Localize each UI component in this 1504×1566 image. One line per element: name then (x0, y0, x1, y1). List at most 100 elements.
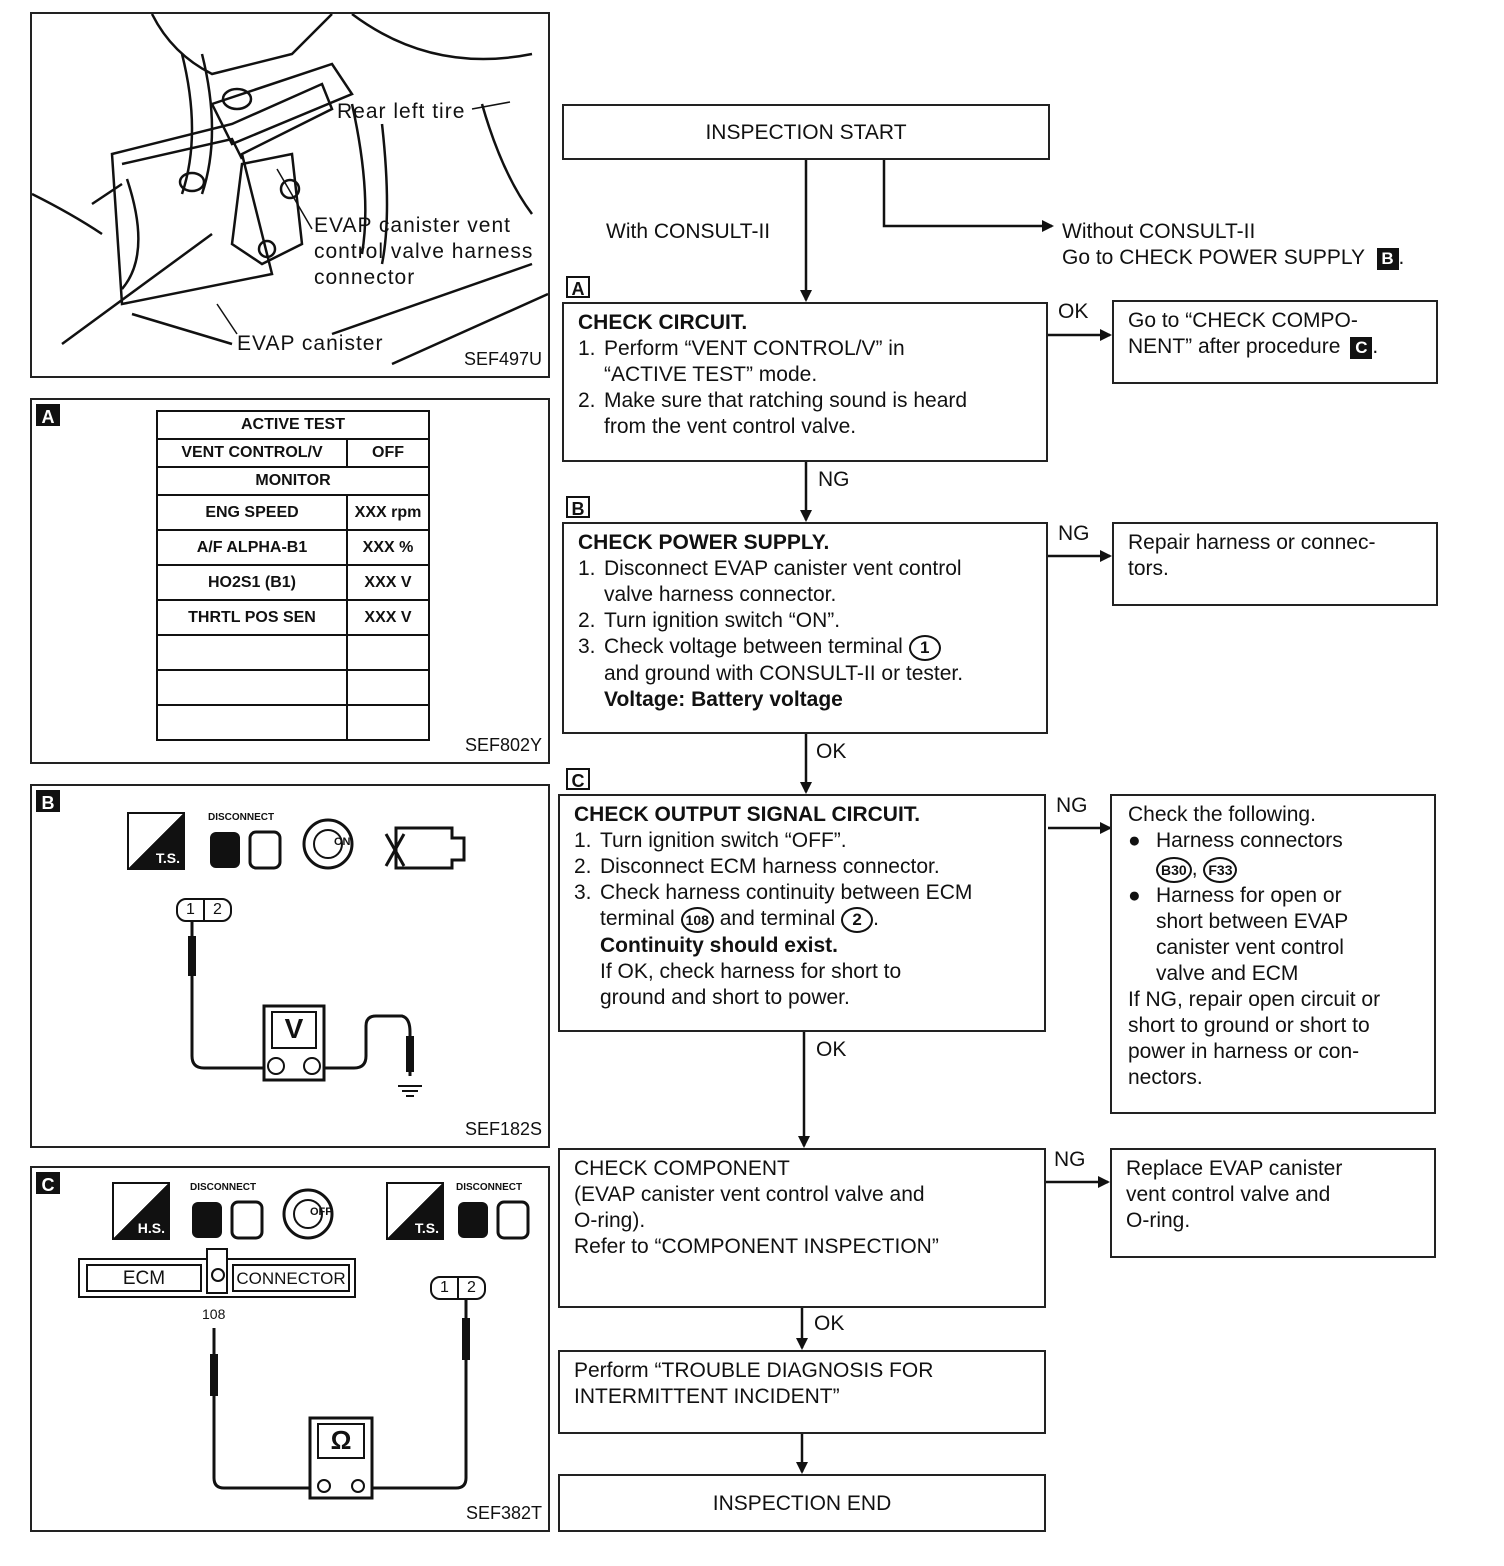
ohmmeter-symbol: Ω (330, 1425, 352, 1455)
ecm-connector: ECM CONNECTOR (78, 1248, 356, 1298)
evap-canister-label: EVAP canister (237, 332, 384, 355)
engine-bay-illustration (32, 14, 548, 366)
check-output-title: CHECK OUTPUT SIGNAL CIRCUIT. (574, 803, 921, 826)
ecm-label: ECM (86, 1264, 202, 1292)
repair-harness-box: Repair harness or connec- tors. (1112, 522, 1438, 606)
bullet-harness-open-short: ● Harness for open or short between EVAP… (1128, 884, 1349, 985)
connector-label: CONNECTOR (232, 1264, 350, 1292)
continuity-spec: Continuity should exist. (600, 934, 839, 957)
table-row-empty (156, 669, 430, 706)
panel-a-active-test: A ACTIVE TEST VENT CONTROL/V OFF MONITOR… (30, 398, 550, 764)
ts-label: T.S. (414, 1220, 439, 1236)
vent-valve-connector-label-2: control valve harness (314, 240, 534, 263)
monitor-header: MONITOR (156, 466, 430, 496)
ok-label: OK (816, 740, 847, 763)
terminal-1: 1 (178, 900, 205, 920)
hs-label: H.S. (137, 1220, 165, 1236)
ohmmeter-wiring (210, 1300, 470, 1500)
component-location-figure: Rear left tire EVAP canister vent contro… (30, 12, 550, 378)
engine-stopped-icon (384, 826, 466, 870)
without-consult-line-2: Go to CHECK POWER SUPPLY B. (1062, 246, 1405, 270)
bullet-harness-connectors: ● Harness connectors B30, F33 (1128, 828, 1420, 883)
terminal-2: 2 (467, 1279, 476, 1296)
vent-valve-connector-label-3: connector (314, 266, 416, 289)
step-c-ref-tag: C (1350, 337, 1373, 359)
with-consult-label: With CONSULT-II (606, 220, 771, 243)
ng-label: NG (818, 468, 850, 491)
table-row: ENG SPEED XXX rpm (156, 494, 430, 531)
panel-c-tag: C (36, 1172, 60, 1195)
ecm-terminal-pin (206, 1248, 228, 1294)
ecm-terminal-number: 108 (202, 1306, 226, 1322)
table-row: THRTL POS SEN XXX V (156, 599, 430, 636)
check-power-title: CHECK POWER SUPPLY. (578, 531, 830, 554)
step-3: 3. Check harness continuity between ECM … (574, 881, 973, 1009)
disconnect-label: DISCONNECT (190, 1182, 257, 1193)
table-row: A/F ALPHA-B1 XXX % (156, 529, 430, 566)
troubleshooting-icon: T.S. (386, 1182, 444, 1240)
figure-code: SEF497U (463, 349, 542, 369)
rear-left-tire-label: Rear left tire (337, 100, 466, 123)
monitor-name: A/F ALPHA-B1 (156, 529, 348, 566)
step-2: 2.Disconnect ECM harness connector. (574, 855, 940, 878)
voltmeter-symbol: V (284, 1013, 304, 1044)
step-a-tag: A (566, 276, 590, 299)
voltmeter-wiring (188, 920, 422, 1097)
connector-terminals: 1 2 (430, 1276, 486, 1300)
ng-label: NG (1058, 522, 1090, 545)
monitor-value: XXX % (346, 529, 430, 566)
monitor-value: XXX V (346, 564, 430, 601)
disconnect-connector-icon (192, 1200, 264, 1240)
step-2: 2.Turn ignition switch “ON”. (578, 609, 841, 632)
terminal-1: 1 (432, 1278, 459, 1298)
ignition-key-off-icon (282, 1188, 334, 1240)
check-following-box: Check the following. ● Harness connector… (1110, 794, 1436, 1114)
without-consult-text: Go to CHECK POWER SUPPLY (1062, 246, 1365, 269)
ng-label: NG (1056, 794, 1088, 817)
on-label: ON (334, 836, 351, 848)
disconnect-connector-icon-2 (458, 1200, 530, 1240)
perform-trouble-diagnosis-box: Perform “TROUBLE DIAGNOSIS FOR INTERMITT… (558, 1350, 1046, 1434)
ok-label: OK (816, 1038, 847, 1061)
figure-code: SEF382T (465, 1503, 542, 1523)
ng-label: NG (1054, 1148, 1086, 1171)
terminal-2: 2 (213, 901, 222, 918)
monitor-value: XXX V (346, 599, 430, 636)
check-power-supply-box: CHECK POWER SUPPLY. 1.Disconnect EVAP ca… (562, 522, 1048, 734)
step-b-tag: B (566, 496, 590, 519)
step-c-tag: C (566, 768, 590, 791)
voltage-spec: Voltage: Battery voltage (604, 688, 843, 711)
step-2: 2.Make sure that ratching sound is heard… (578, 389, 968, 438)
monitor-name: THRTL POS SEN (156, 599, 348, 636)
check-output-signal-box: CHECK OUTPUT SIGNAL CIRCUIT. 1.Turn igni… (558, 794, 1046, 1032)
panel-c-continuity-check: C H.S. DISCONNECT OFF T.S. DISCONNECT EC… (30, 1166, 550, 1532)
terminal-1-badge: 1 (908, 635, 941, 661)
active-test-table: ACTIVE TEST VENT CONTROL/V OFF MONITOR E… (156, 410, 430, 741)
ecm-terminal-badge: 108 (680, 907, 714, 933)
ok-label: OK (1058, 300, 1089, 323)
step-1: 1.Turn ignition switch “OFF”. (574, 829, 847, 852)
figure-code: SEF182S (464, 1119, 542, 1139)
vent-valve-connector-label-1: EVAP canister vent (314, 214, 511, 237)
connector-terminals: 1 2 (176, 898, 232, 922)
panel-b-voltage-check: B T.S. DISCONNECT ON 1 2 (30, 784, 550, 1148)
step-b-ref-tag: B (1376, 248, 1399, 270)
replace-valve-box: Replace EVAP canister vent control valve… (1110, 1148, 1436, 1258)
troubleshooting-icon: T.S. (127, 812, 185, 870)
step-3: 3. Check voltage between terminal 1 and … (578, 635, 964, 711)
inspection-end: INSPECTION END (558, 1474, 1046, 1532)
active-test-item: VENT CONTROL/V (156, 438, 348, 468)
without-consult-line-1: Without CONSULT-II (1062, 220, 1256, 243)
disconnect-label: DISCONNECT (208, 812, 275, 823)
ts-label: T.S. (155, 850, 180, 866)
ok-label: OK (814, 1312, 845, 1335)
connector-b30-badge: B30 (1156, 857, 1192, 883)
disconnect-label-2: DISCONNECT (456, 1182, 523, 1193)
off-label: OFF (310, 1206, 332, 1218)
ignition-key-on-icon (302, 818, 354, 870)
monitor-value: XXX rpm (346, 494, 430, 531)
table-row-empty (156, 704, 430, 741)
harness-connector-icon: H.S. (112, 1182, 170, 1240)
terminal-2-badge: 2 (841, 907, 874, 933)
